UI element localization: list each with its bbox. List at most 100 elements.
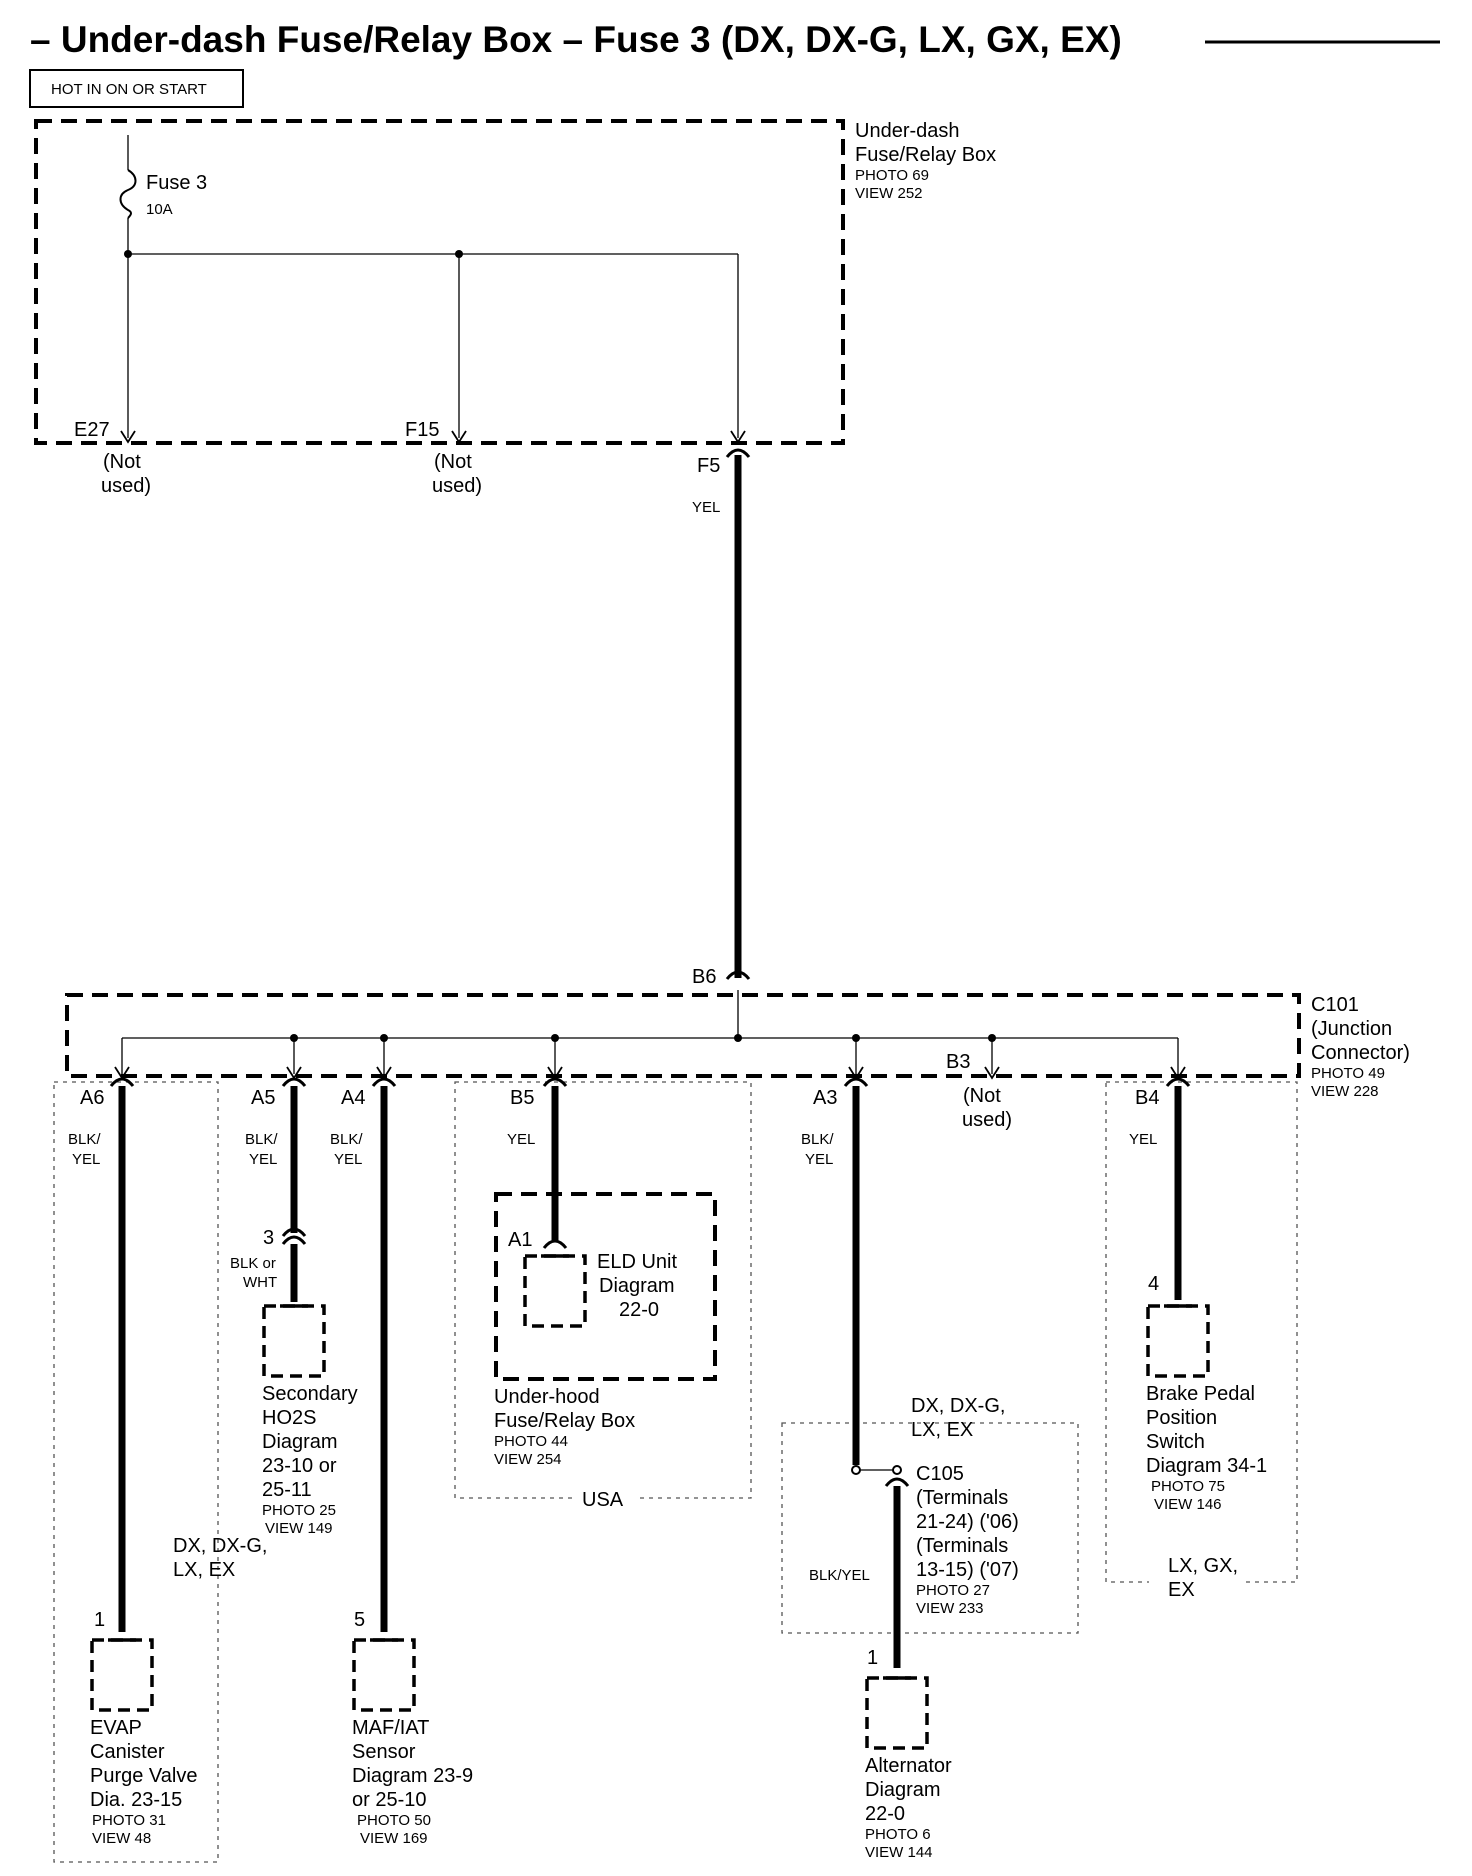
ho2s-conn-wire-2: WHT bbox=[243, 1274, 277, 1291]
terminal-a6: A6 bbox=[80, 1087, 104, 1109]
connector-a5-icon bbox=[281, 1077, 307, 1087]
region-lxgx-1: LX, GX, bbox=[1168, 1555, 1238, 1577]
region-dx-left-1: DX, DX-G, bbox=[173, 1535, 267, 1557]
fuse-symbol-icon bbox=[119, 169, 137, 219]
brake-label-4: Diagram 34-1 bbox=[1146, 1455, 1267, 1477]
terminal-a5: A5 bbox=[251, 1087, 275, 1109]
arrow-f5-icon bbox=[730, 430, 746, 444]
under-hood-name-1: Under-hood bbox=[494, 1386, 600, 1408]
f15-not-used-2: used) bbox=[432, 475, 482, 497]
evap-pin: 1 bbox=[94, 1609, 105, 1631]
brake-view: VIEW 146 bbox=[1154, 1496, 1222, 1513]
terminal-b5: B5 bbox=[510, 1087, 534, 1109]
maf-label-4: or 25-10 bbox=[352, 1789, 427, 1811]
region-box-dx-right bbox=[781, 1422, 1079, 1634]
hot-label-box bbox=[29, 69, 244, 108]
connector-b5-icon bbox=[542, 1077, 568, 1087]
fuse-name: Fuse 3 bbox=[146, 172, 207, 194]
ho2s-view: VIEW 149 bbox=[265, 1520, 333, 1537]
region-lxgx-2: EX bbox=[1168, 1579, 1195, 1601]
brake-photo: PHOTO 75 bbox=[1151, 1478, 1225, 1495]
b3-not-used-2: used) bbox=[962, 1109, 1012, 1131]
brake-pin: 4 bbox=[1148, 1273, 1159, 1295]
region-dx-right-2: LX, EX bbox=[911, 1419, 973, 1441]
region-box-usa bbox=[454, 1081, 752, 1499]
arrow-b3-icon bbox=[984, 1066, 1000, 1080]
fuse-box-photo: PHOTO 69 bbox=[855, 167, 929, 184]
terminal-a3: A3 bbox=[813, 1087, 837, 1109]
connector-a6-icon bbox=[109, 1077, 135, 1087]
page-title: – Under-dash Fuse/Relay Box – Fuse 3 (DX… bbox=[30, 19, 1122, 60]
junction-name-1: C101 bbox=[1311, 994, 1359, 1016]
connector-b6-icon bbox=[725, 970, 751, 980]
ho2s-label-1: Secondary bbox=[262, 1383, 358, 1405]
fuse-box-name-2: Fuse/Relay Box bbox=[855, 144, 996, 166]
hot-label: HOT IN ON OR START bbox=[51, 81, 207, 98]
connector-a3-icon bbox=[843, 1077, 869, 1087]
evap-view: VIEW 48 bbox=[92, 1830, 151, 1847]
under-hood-name-2: Fuse/Relay Box bbox=[494, 1410, 635, 1432]
b5-wire-1: YEL bbox=[507, 1131, 535, 1148]
alternator-photo: PHOTO 6 bbox=[865, 1826, 931, 1843]
ho2s-conn-pin: 3 bbox=[263, 1227, 274, 1249]
terminal-f5: F5 bbox=[697, 455, 720, 477]
alternator-label-1: Alternator bbox=[865, 1755, 952, 1777]
f15-not-used-1: (Not bbox=[434, 451, 472, 473]
maf-view: VIEW 169 bbox=[360, 1830, 428, 1847]
maf-pin: 5 bbox=[354, 1609, 365, 1631]
terminal-f15: F15 bbox=[405, 419, 439, 441]
c105-label-3: 21-24) ('06) bbox=[916, 1511, 1019, 1533]
a6-wire-2: YEL bbox=[72, 1151, 100, 1168]
e27-not-used-1: (Not bbox=[103, 451, 141, 473]
f5-wire-color: YEL bbox=[692, 499, 720, 516]
b3-not-used-1: (Not bbox=[963, 1085, 1001, 1107]
junction-connector-c101 bbox=[65, 993, 1301, 1078]
terminal-a4: A4 bbox=[341, 1087, 365, 1109]
b4-wire-1: YEL bbox=[1129, 1131, 1157, 1148]
maf-photo: PHOTO 50 bbox=[357, 1812, 431, 1829]
a4-wire-1: BLK/ bbox=[330, 1131, 363, 1148]
c105-label-5: 13-15) ('07) bbox=[916, 1559, 1019, 1581]
c105-label-4: (Terminals bbox=[916, 1535, 1008, 1557]
alternator-label-3: 22-0 bbox=[865, 1803, 905, 1825]
brake-component bbox=[1146, 1304, 1210, 1378]
maf-label-1: MAF/IAT bbox=[352, 1717, 429, 1739]
terminal-b4: B4 bbox=[1135, 1087, 1159, 1109]
alternator-pin: 1 bbox=[867, 1647, 878, 1669]
brake-label-2: Position bbox=[1146, 1407, 1217, 1429]
eld-label-1: ELD Unit bbox=[597, 1251, 677, 1273]
a6-wire-1: BLK/ bbox=[68, 1131, 101, 1148]
a4-wire-2: YEL bbox=[334, 1151, 362, 1168]
arrow-e27-icon bbox=[120, 430, 136, 444]
ho2s-label-2: HO2S bbox=[262, 1407, 316, 1429]
region-dx-left-2: LX, EX bbox=[173, 1559, 235, 1581]
maf-label-3: Diagram 23-9 bbox=[352, 1765, 473, 1787]
evap-label-2: Canister bbox=[90, 1741, 165, 1763]
brake-label-3: Switch bbox=[1146, 1431, 1205, 1453]
terminal-b3: B3 bbox=[946, 1051, 970, 1073]
eld-label-3: 22-0 bbox=[619, 1299, 659, 1321]
evap-photo: PHOTO 31 bbox=[92, 1812, 166, 1829]
c105-wire: BLK/YEL bbox=[809, 1567, 870, 1584]
ho2s-photo: PHOTO 25 bbox=[262, 1502, 336, 1519]
alternator-label-2: Diagram bbox=[865, 1779, 941, 1801]
a3-wire-2: YEL bbox=[805, 1151, 833, 1168]
ho2s-label-3: Diagram bbox=[262, 1431, 338, 1453]
connector-b4-icon bbox=[1165, 1077, 1191, 1087]
junction-view: VIEW 228 bbox=[1311, 1083, 1379, 1100]
connector-a1-icon bbox=[542, 1239, 568, 1249]
a3-wire-1: BLK/ bbox=[801, 1131, 834, 1148]
under-hood-photo: PHOTO 44 bbox=[494, 1433, 568, 1450]
c105-view: VIEW 233 bbox=[916, 1600, 984, 1617]
evap-component bbox=[90, 1638, 154, 1712]
a5-wire-1: BLK/ bbox=[245, 1131, 278, 1148]
maf-component bbox=[352, 1638, 416, 1712]
ho2s-label-5: 25-11 bbox=[262, 1479, 312, 1501]
splice-dot bbox=[734, 1034, 742, 1042]
eld-pin: A1 bbox=[508, 1229, 532, 1251]
junction-photo: PHOTO 49 bbox=[1311, 1065, 1385, 1082]
a5-wire-2: YEL bbox=[249, 1151, 277, 1168]
region-box-dx-left bbox=[53, 1081, 219, 1863]
junction-name-2: (Junction bbox=[1311, 1018, 1392, 1040]
